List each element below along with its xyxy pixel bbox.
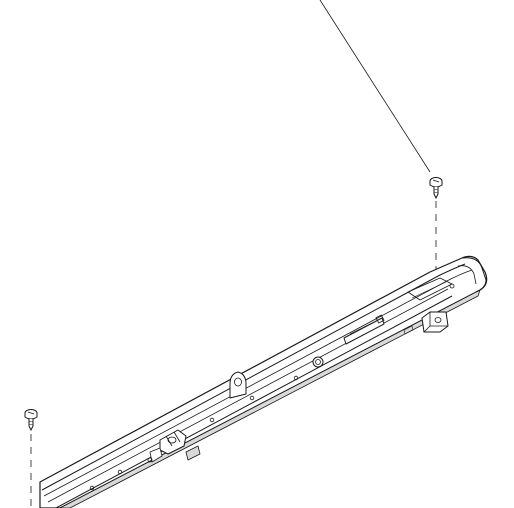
leader-line xyxy=(319,0,431,173)
screw-left-icon xyxy=(24,409,38,432)
trim-rail xyxy=(39,255,488,508)
screw-right-icon xyxy=(429,177,443,200)
